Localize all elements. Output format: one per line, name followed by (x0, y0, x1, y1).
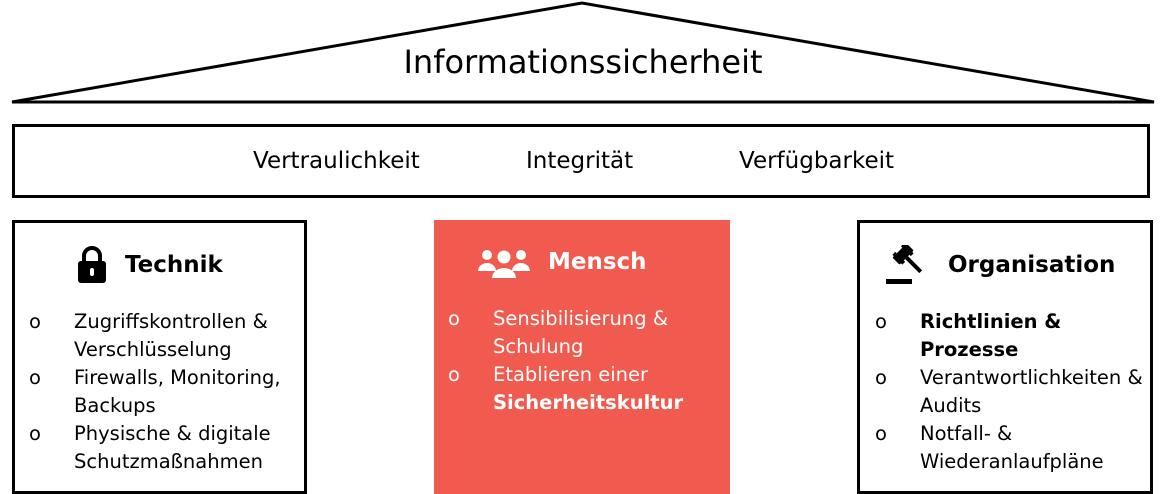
pillar-technik-header: Technik (77, 245, 223, 285)
pillar-mensch: Mensch o Sensibilisierung & Schulung o E… (434, 220, 730, 494)
list-item: o Sensibilisierung & Schulung (446, 305, 724, 361)
pillar-mensch-title: Mensch (548, 249, 647, 275)
bullet: o (29, 366, 41, 389)
pillar-organisation-list: o Richtlinien & Prozesse o Verantwortlic… (873, 308, 1144, 476)
pillar-organisation-header: Organisation (884, 245, 1115, 285)
pillar-organisation: Organisation o Richtlinien & Prozesse o … (857, 220, 1153, 494)
bullet: o (875, 422, 887, 445)
lock-icon (77, 246, 107, 284)
pillar-technik-title: Technik (125, 252, 223, 278)
list-item: o Etablieren einer Sicherheitskultur (446, 361, 724, 417)
bullet: o (29, 310, 41, 333)
pillar-technik-list: o Zugriffskontrollen & Verschlüsselung o… (27, 308, 298, 476)
roof-triangle (11, 1, 1155, 104)
people-icon (478, 245, 530, 279)
list-item: o Verantwortlichkeiten & Audits (873, 364, 1144, 420)
pillar-technik: Technik o Zugriffskontrollen & Verschlüs… (12, 220, 307, 494)
goal-confidentiality: Vertraulichkeit (253, 148, 420, 174)
list-item: o Physische & digitale Schutzmaßnahmen (27, 420, 298, 476)
pillar-mensch-list: o Sensibilisierung & Schulung o Etablier… (446, 305, 724, 417)
goal-availability: Verfügbarkeit (739, 148, 895, 174)
goal-integrity: Integrität (526, 148, 634, 174)
roof-title: Informationssicherheit (403, 43, 763, 81)
list-item: o Firewalls, Monitoring, Backups (27, 364, 298, 420)
list-item: o Notfall- & Wiederanlaufpläne (873, 420, 1144, 476)
bullet: o (875, 366, 887, 389)
list-item: o Zugriffskontrollen & Verschlüsselung (27, 308, 298, 364)
bullet: o (448, 363, 460, 386)
bullet: o (29, 422, 41, 445)
emphasis-text: Sicherheitskultur (493, 391, 684, 414)
list-item: o Richtlinien & Prozesse (873, 308, 1144, 364)
pillar-mensch-header: Mensch (478, 242, 647, 282)
goals-bar (12, 124, 1150, 198)
bullet: o (875, 310, 887, 333)
gavel-icon (884, 245, 930, 285)
pillar-organisation-title: Organisation (948, 252, 1116, 278)
bullet: o (448, 307, 460, 330)
